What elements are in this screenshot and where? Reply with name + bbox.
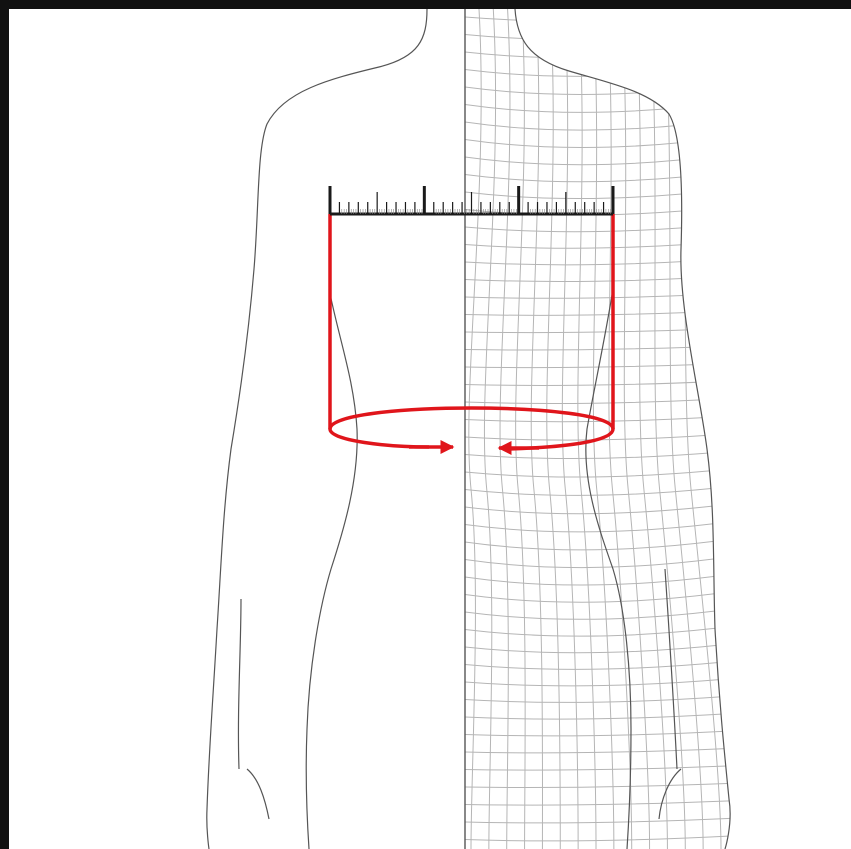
mesh-horizontal-line	[465, 451, 739, 459]
mesh-horizontal-line	[465, 66, 739, 77]
mesh-horizontal-line	[465, 101, 739, 113]
mesh-horizontal-line	[465, 363, 739, 368]
measurement-guides	[330, 214, 613, 449]
mesh-horizontal-line	[465, 678, 739, 686]
mesh-horizontal-line	[465, 118, 739, 130]
mesh-vertical-line	[516, 9, 526, 849]
measuring-ruler	[330, 186, 613, 214]
mesh-horizontal-line	[465, 643, 739, 653]
mesh-vertical-line	[469, 9, 481, 849]
mesh-vertical-line	[650, 9, 685, 849]
mesh-horizontal-line	[465, 293, 739, 298]
mesh-horizontal-line	[465, 83, 739, 94]
body-measurement-figure	[9, 9, 851, 849]
left-hand-line	[247, 769, 269, 819]
mesh-vertical-line	[562, 9, 578, 849]
body-mesh-grid	[465, 9, 739, 849]
mesh-horizontal-line	[465, 608, 739, 619]
mesh-horizontal-line	[465, 503, 739, 514]
body-outline-left	[207, 9, 427, 849]
mesh-vertical-line	[622, 9, 650, 849]
mesh-horizontal-line	[465, 276, 739, 282]
mesh-horizontal-line	[465, 696, 739, 703]
mesh-horizontal-line	[465, 311, 739, 316]
mesh-horizontal-line	[465, 801, 739, 806]
mesh-horizontal-line	[465, 381, 739, 386]
chest-circumference-front	[330, 429, 429, 447]
mesh-horizontal-line	[465, 818, 739, 823]
diagram-canvas	[9, 9, 851, 849]
mesh-horizontal-line	[465, 783, 739, 788]
mesh-vertical-line	[500, 9, 510, 849]
left-neck-shoulder-line	[207, 9, 427, 849]
mesh-vertical-line	[547, 9, 561, 849]
mesh-horizontal-line	[465, 573, 739, 585]
mesh-horizontal-line	[465, 153, 739, 165]
mesh-horizontal-line	[465, 626, 739, 637]
mesh-horizontal-line	[465, 661, 739, 670]
mesh-horizontal-line	[465, 836, 739, 841]
mesh-horizontal-line	[465, 591, 739, 603]
mesh-horizontal-line	[465, 48, 739, 58]
mesh-vertical-line	[636, 9, 667, 849]
mesh-horizontal-line	[465, 223, 739, 232]
mesh-vertical-line	[484, 9, 495, 849]
mesh-horizontal-line	[465, 398, 739, 403]
mesh-vertical-line	[665, 9, 703, 849]
right-hand-line	[659, 769, 681, 819]
mesh-horizontal-line	[465, 328, 739, 333]
mesh-horizontal-line	[465, 766, 739, 771]
mesh-horizontal-line	[465, 468, 739, 477]
mesh-horizontal-line	[465, 748, 739, 753]
mesh-horizontal-line	[465, 31, 739, 40]
mesh-horizontal-line	[465, 188, 739, 199]
mesh-horizontal-line	[465, 486, 739, 496]
mesh-horizontal-line	[465, 13, 739, 21]
left-arm-inner-line	[238, 599, 241, 769]
mesh-vertical-line	[531, 9, 542, 849]
mesh-horizontal-line	[465, 136, 739, 148]
mesh-vertical-line	[679, 9, 721, 849]
mesh-horizontal-line	[465, 171, 739, 182]
mesh-horizontal-line	[465, 521, 739, 532]
mesh-horizontal-line	[465, 713, 739, 719]
